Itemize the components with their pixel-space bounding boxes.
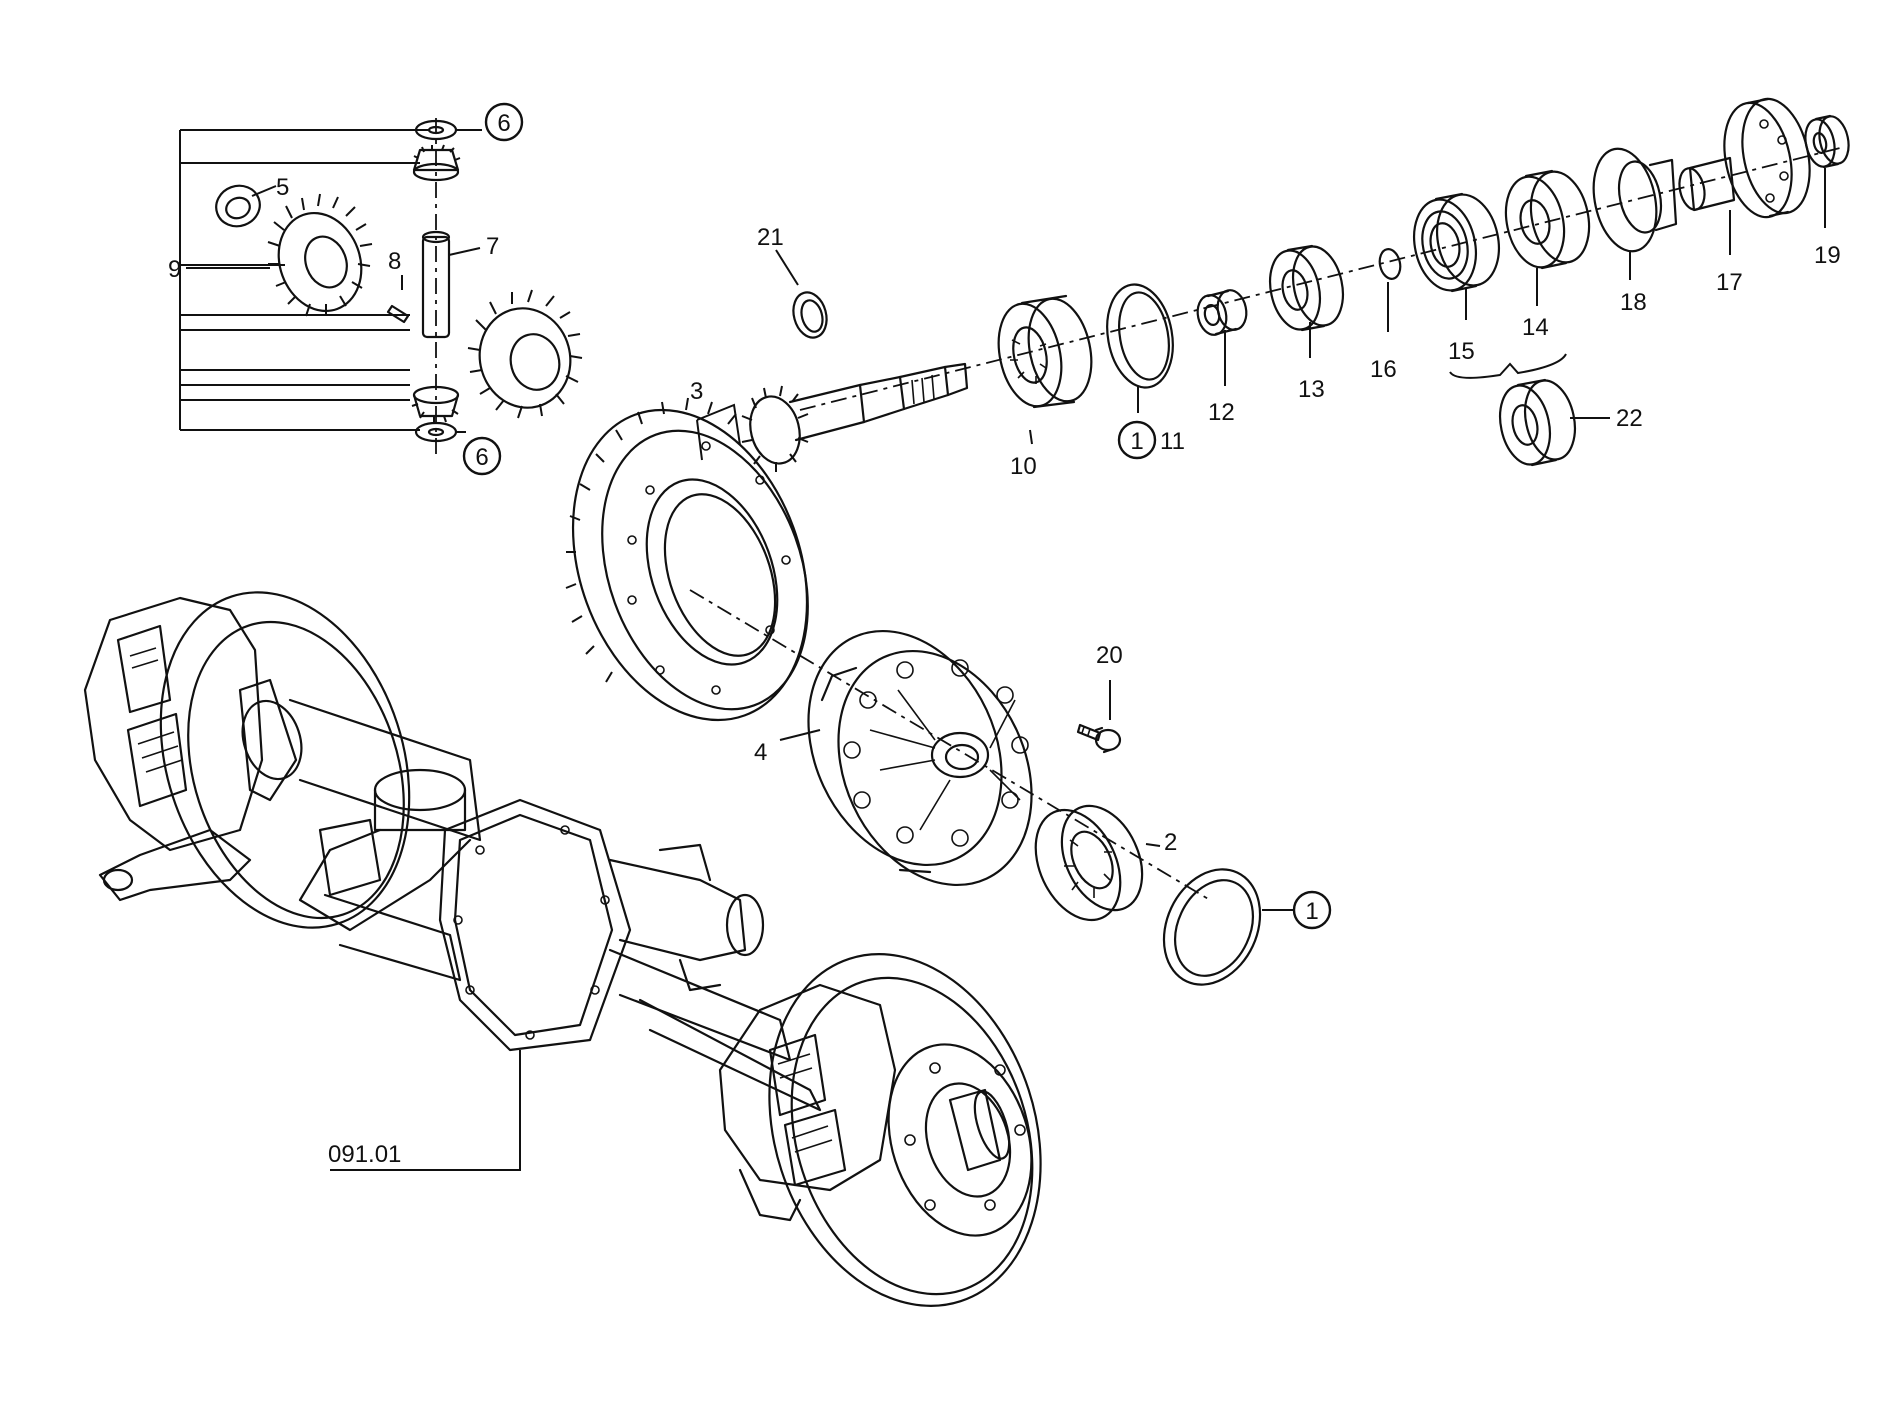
side-gear-left [267, 193, 373, 317]
ring-gear-bolt [1076, 723, 1122, 754]
callout-10: 10 [1010, 453, 1037, 480]
callout-circle-6-bottom [462, 436, 502, 476]
pinion-assembly [741, 97, 1850, 472]
differential-carrier [807, 629, 1033, 887]
taper-bearing-13 [1268, 244, 1345, 332]
side-gear-right [467, 289, 583, 419]
callout-7: 7 [486, 233, 499, 260]
pinion-gear-top [412, 144, 461, 182]
shim-ring-1 [1162, 868, 1262, 986]
callout-circle-1-lower [1292, 890, 1332, 930]
washer-16 [1378, 248, 1402, 280]
callout-22: 22 [1616, 405, 1643, 432]
callout-5: 5 [276, 174, 289, 201]
differential-inset [179, 118, 583, 455]
callout-circle-1-upper [1117, 420, 1157, 460]
callout-21: 21 [757, 224, 784, 251]
ring-gear-and-carrier [565, 397, 1262, 986]
cross-shaft [421, 230, 451, 339]
dust-deflector-18 [1592, 147, 1678, 253]
callout-15: 15 [1448, 338, 1475, 365]
carrier-bearing-2 [1034, 804, 1144, 922]
callout-12: 12 [1208, 399, 1235, 426]
oil-seal-14 [1504, 169, 1591, 270]
callout-16: 16 [1370, 356, 1397, 383]
callout-labels: 6 6 5 7 8 9 21 3 4 10 1 11 12 13 16 15 1… [168, 110, 1841, 1168]
callout-18: 18 [1620, 289, 1647, 316]
roll-pin [386, 304, 410, 324]
callout-11: 11 [1160, 428, 1185, 455]
callout-19: 19 [1814, 242, 1841, 269]
callout-1-upper: 1 [1130, 428, 1143, 455]
axle-housing-assembly [83, 591, 1042, 1307]
leader-lines [186, 129, 1826, 1171]
axle-thrust-washer [215, 184, 261, 228]
seal-kit-22 [1498, 378, 1577, 467]
collapsible-spacer-12 [1196, 289, 1248, 336]
callout-20: 20 [1096, 642, 1123, 669]
callout-13: 13 [1298, 376, 1325, 403]
callout-4: 4 [754, 739, 767, 766]
callout-circle-6-top [484, 102, 524, 142]
callout-14: 14 [1522, 314, 1549, 341]
spacer-ring-21 [792, 291, 828, 339]
flange-nut-19 [1804, 114, 1850, 169]
callout-9: 9 [168, 256, 181, 283]
assembly-reference-label: 091.01 [328, 1141, 401, 1168]
callout-6-bottom: 6 [475, 444, 488, 471]
drive-pinion [741, 362, 969, 472]
callout-8: 8 [388, 248, 401, 275]
callout-2: 2 [1164, 829, 1177, 856]
oil-seal-15 [1413, 192, 1500, 293]
taper-bearing-10 [997, 294, 1093, 409]
callout-17: 17 [1716, 269, 1743, 296]
shim-ring-11 [1106, 283, 1174, 389]
callout-6-top: 6 [497, 110, 510, 137]
pinion-gear-bottom [411, 385, 460, 423]
callout-3-pinion: 3 [690, 378, 703, 405]
ring-gear [565, 397, 809, 722]
callout-1-lower: 1 [1305, 898, 1318, 925]
